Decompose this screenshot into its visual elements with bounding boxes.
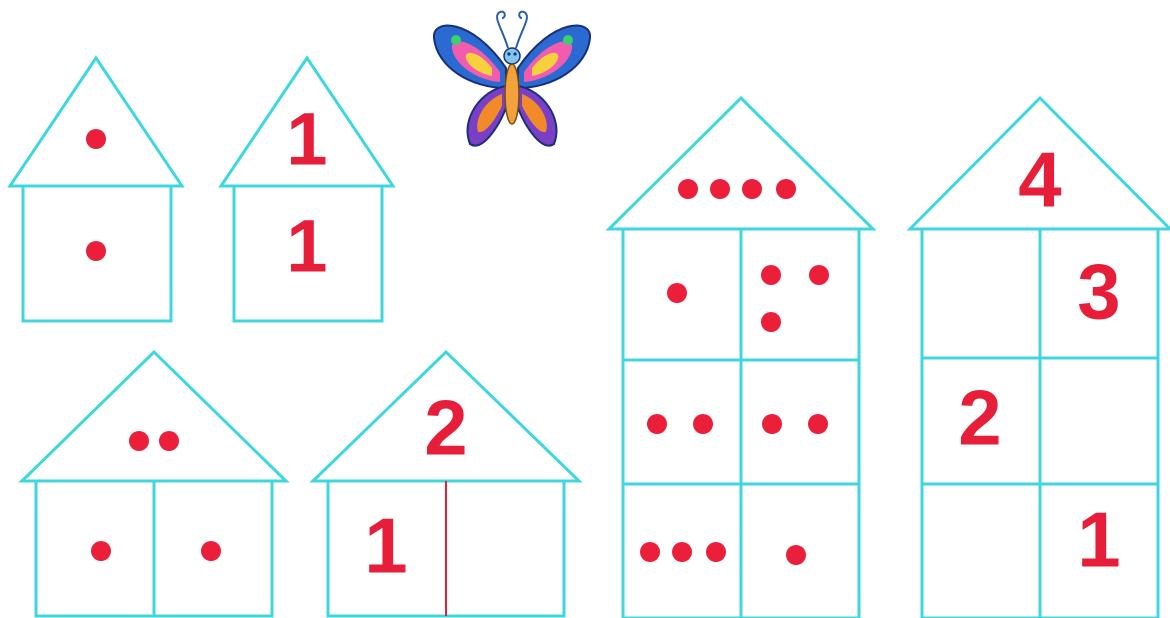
roof-dot — [159, 431, 179, 451]
room-dot — [640, 542, 660, 562]
house-roof — [10, 58, 182, 186]
house-four-numbers: 4 3 2 1 — [910, 98, 1170, 618]
house-roof — [22, 352, 286, 481]
roof-dot — [710, 179, 730, 199]
butterfly-icon — [434, 12, 590, 146]
room-dot — [201, 541, 221, 561]
room-dot — [667, 283, 687, 303]
roof-dot — [86, 129, 106, 149]
house-four-dots — [609, 98, 873, 618]
roof-number: 2 — [424, 384, 467, 472]
room-dot — [672, 542, 692, 562]
house-two-dots — [22, 352, 286, 616]
roof-number: 1 — [286, 98, 327, 181]
roof-number: 4 — [1018, 136, 1061, 224]
room-number: 1 — [286, 205, 327, 288]
room-number-left: 1 — [364, 502, 407, 590]
roof-dot — [129, 431, 149, 451]
room-dot — [786, 545, 806, 565]
room-dot — [86, 241, 106, 261]
room-dot — [761, 265, 781, 285]
room-dot — [91, 541, 111, 561]
roof-dot — [776, 179, 796, 199]
house-roof — [609, 98, 873, 229]
roof-dot — [742, 179, 762, 199]
room-dot — [706, 542, 726, 562]
roof-dot — [678, 179, 698, 199]
house-two-numbers: 2 1 — [313, 352, 579, 616]
room-dot — [693, 414, 713, 434]
room-dot — [809, 265, 829, 285]
room-dot — [761, 312, 781, 332]
house-one-dots — [10, 58, 182, 321]
room-dot — [762, 414, 782, 434]
room-dot — [647, 414, 667, 434]
room-number: 2 — [958, 374, 1001, 462]
room-dot — [808, 414, 828, 434]
room-number: 1 — [1077, 496, 1120, 584]
house-one-numbers: 1 1 — [221, 58, 393, 321]
room-number: 3 — [1077, 248, 1120, 336]
